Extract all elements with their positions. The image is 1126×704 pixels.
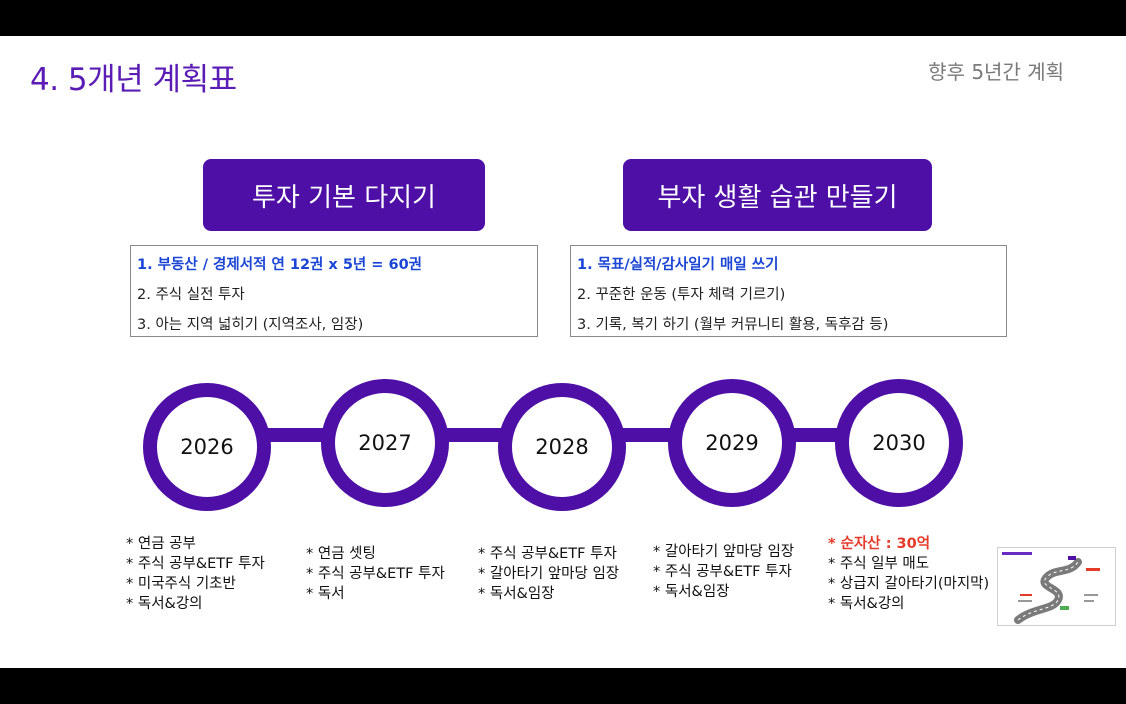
note-item: * 독서&강의 [828,596,905,612]
year-circle-2030: 2030 [835,379,963,507]
year-notes-2030: * 순자산 : 30억 * 주식 일부 매도 * 상급지 갈아타기(마지막) *… [828,534,989,614]
note-item: * 독서&임장 [653,584,730,600]
section-header-rich-habits: 부자 생활 습관 만들기 [623,159,932,231]
slide-thumbnail-preview[interactable] [997,547,1116,626]
note-item: * 상급지 갈아타기(마지막) [828,576,990,592]
year-circle-2027: 2027 [321,379,449,507]
year-circle-2029: 2029 [668,379,796,507]
note-item: * 주식 공부&ETF 투자 [478,546,617,562]
year-circle-2028: 2028 [498,383,626,511]
year-circle-2026: 2026 [143,383,271,511]
note-item: * 독서&임장 [478,586,555,602]
section-item: 3. 기록, 복기 하기 (월부 커뮤니티 활용, 독후감 등) [577,317,889,333]
note-item: * 연금 셋팅 [306,546,376,562]
year-notes-2026: * 연금 공부 * 주식 공부&ETF 투자 * 미국주식 기초반 * 독서&강… [126,534,265,614]
slide: 4. 5개년 계획표 향후 5년간 계획 투자 기본 다지기 1. 부동산 / … [0,36,1126,668]
year-label: 2030 [872,431,926,455]
thumbnail-graphic-icon [998,548,1115,625]
note-item: * 주식 일부 매도 [828,556,930,572]
note-item: * 미국주식 기초반 [126,576,236,592]
note-item: * 연금 공부 [126,536,196,552]
year-notes-2027: * 연금 셋팅 * 주식 공부&ETF 투자 * 독서 [306,544,445,604]
year-label: 2027 [358,431,412,455]
year-label: 2028 [535,435,589,459]
slide-subtitle: 향후 5년간 계획 [928,60,1064,84]
year-notes-2029: * 갈아타기 앞마당 임장 * 주식 공부&ETF 투자 * 독서&임장 [653,542,794,602]
note-item: * 주식 공부&ETF 투자 [653,564,792,580]
section-item: 3. 아는 지역 넓히기 (지역조사, 임장) [137,317,364,333]
section-item: 2. 꾸준한 운동 (투자 체력 기르기) [577,287,786,303]
note-item: * 독서&강의 [126,596,203,612]
year-label: 2029 [705,431,759,455]
note-item: * 주식 공부&ETF 투자 [306,566,445,582]
note-item: * 갈아타기 앞마당 임장 [653,544,795,560]
year-notes-2028: * 주식 공부&ETF 투자 * 갈아타기 앞마당 임장 * 독서&임장 [478,544,619,604]
slide-title: 4. 5개년 계획표 [30,62,237,98]
note-item-net-worth: * 순자산 : 30억 [828,536,931,552]
section-item: 1. 부동산 / 경제서적 연 12권 x 5년 = 60권 [137,257,423,273]
section-box-rich-habits: 1. 목표/실적/감사일기 매일 쓰기 2. 꾸준한 운동 (투자 체력 기르기… [570,245,1007,337]
section-header-investment-basics: 투자 기본 다지기 [203,159,485,231]
section-item: 2. 주식 실전 투자 [137,287,245,303]
section-item: 1. 목표/실적/감사일기 매일 쓰기 [577,257,779,273]
note-item: * 갈아타기 앞마당 임장 [478,566,620,582]
note-item: * 독서 [306,586,345,602]
year-label: 2026 [180,435,234,459]
note-item: * 주식 공부&ETF 투자 [126,556,265,572]
section-box-investment-basics: 1. 부동산 / 경제서적 연 12권 x 5년 = 60권 2. 주식 실전 … [130,245,538,337]
